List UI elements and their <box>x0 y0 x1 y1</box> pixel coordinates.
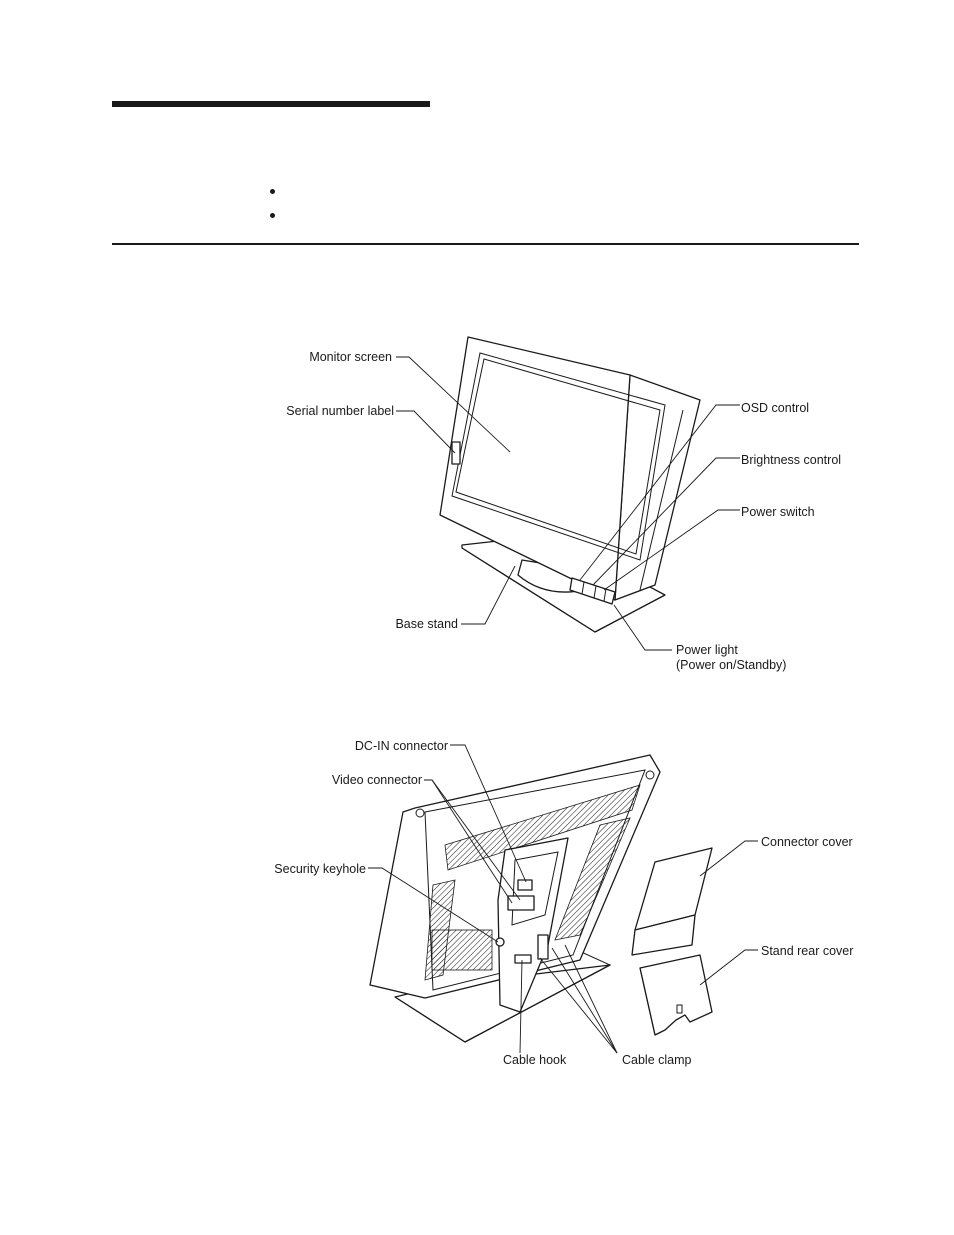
cable-hook-part <box>514 954 532 964</box>
label-stand-rear-cover: Stand rear cover <box>761 944 853 958</box>
label-power-light: Power light <box>676 643 738 657</box>
front-view-drawing <box>439 336 701 633</box>
rear-view-drawing <box>369 754 713 1043</box>
label-cable-hook: Cable hook <box>503 1053 567 1067</box>
connector-cover-lip <box>631 914 696 956</box>
label-osd-control: OSD control <box>741 401 809 415</box>
rear-vent-top <box>444 784 641 871</box>
section-divider <box>112 243 859 245</box>
heading-rule <box>112 101 430 107</box>
video-port <box>507 895 535 911</box>
rear-view-leaders <box>368 744 758 1054</box>
serial-number-label-tag <box>451 441 461 465</box>
front-controls <box>569 577 616 605</box>
label-monitor-screen: Monitor screen <box>309 350 392 364</box>
label-brightness-control: Brightness control <box>741 453 841 467</box>
monitor-bezel <box>439 336 631 601</box>
label-power-light-sub: (Power on/Standby) <box>676 658 786 672</box>
label-dc-in-connector: DC-IN connector <box>355 739 448 753</box>
security-keyhole-hole <box>495 937 505 947</box>
dc-in-port <box>517 879 533 891</box>
bullet-item-2 <box>270 213 275 218</box>
bullet-item-1 <box>270 189 275 194</box>
monitor-screen-outline <box>451 352 666 561</box>
label-serial-number-label: Serial number label <box>286 404 394 418</box>
connector-cover-part <box>634 847 713 931</box>
label-power-switch: Power switch <box>741 505 815 519</box>
front-view-leaders <box>396 356 740 651</box>
stand-rear-cover-part <box>639 954 713 1036</box>
rear-vent-right <box>554 817 631 941</box>
label-cable-clamp: Cable clamp <box>622 1053 692 1067</box>
rear-stand-column <box>497 837 569 1013</box>
cable-clamp-part <box>537 934 549 960</box>
label-base-stand: Base stand <box>395 617 458 631</box>
label-security-keyhole: Security keyhole <box>274 862 366 876</box>
label-video-connector: Video connector <box>332 773 422 787</box>
rear-vent-bottom <box>431 929 493 971</box>
label-connector-cover: Connector cover <box>761 835 853 849</box>
